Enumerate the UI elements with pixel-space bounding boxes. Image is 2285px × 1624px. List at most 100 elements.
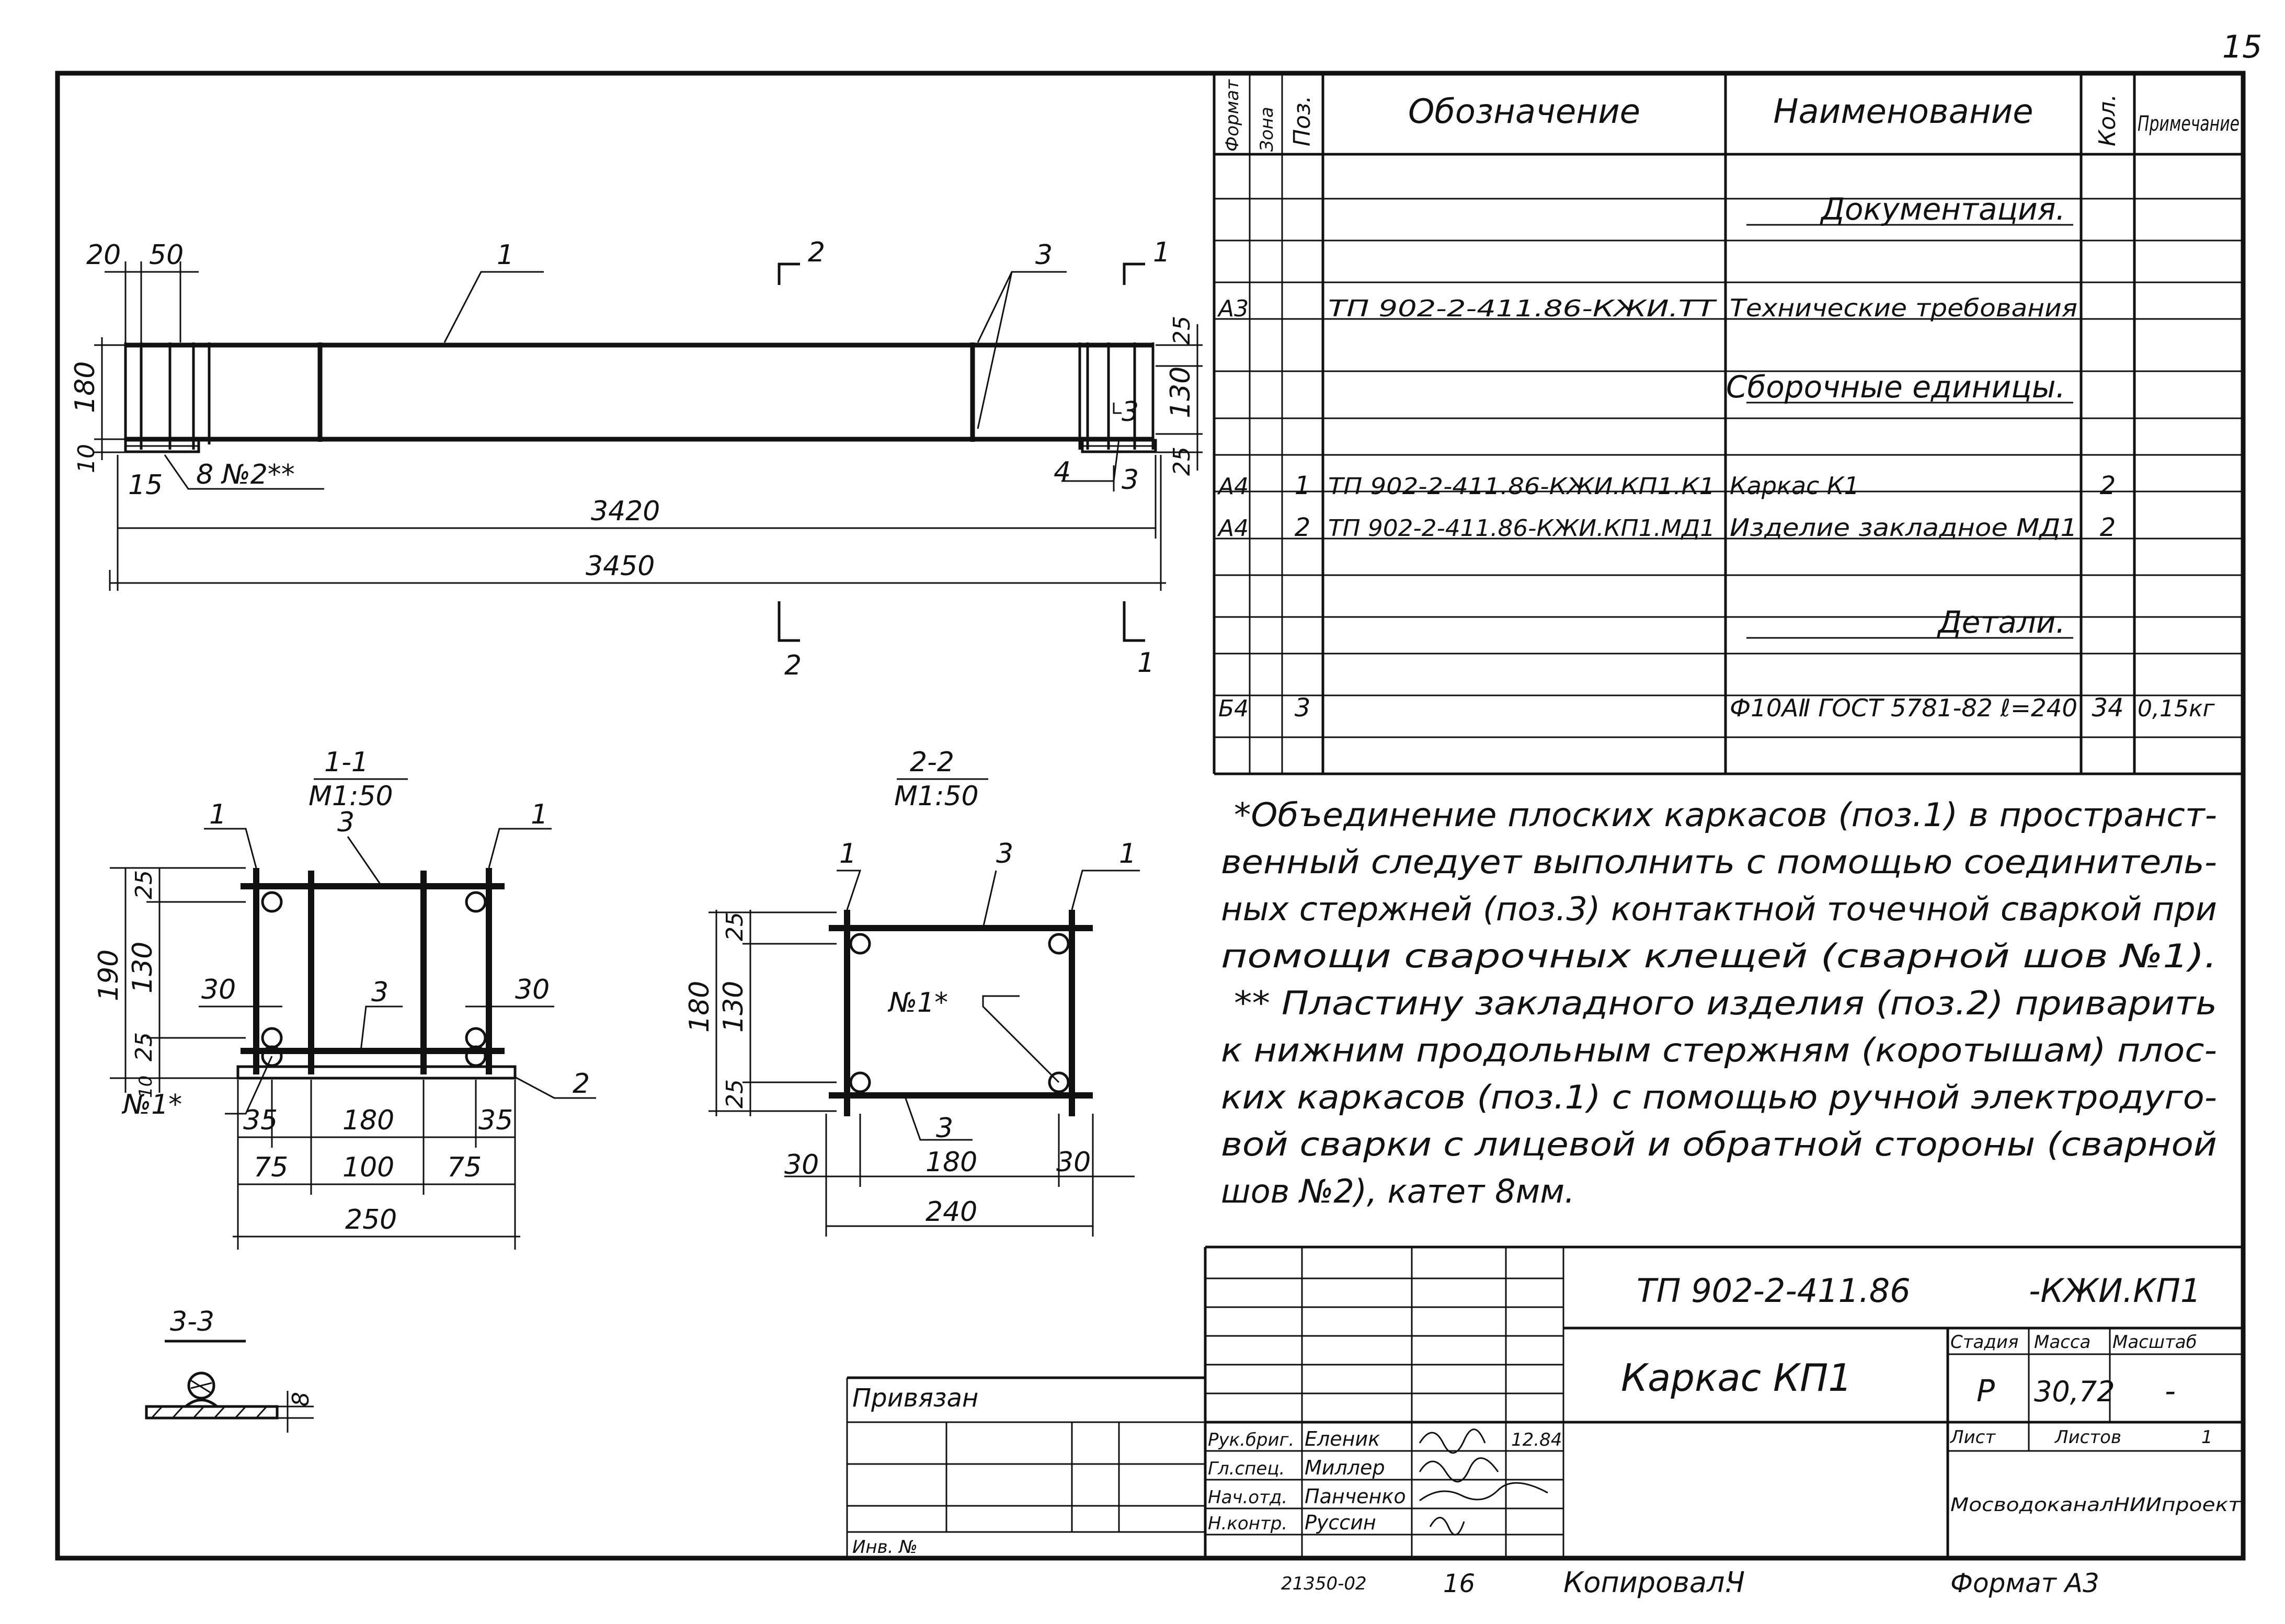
signature-1: [1419, 1428, 1486, 1454]
s11-weld-1: №1*: [121, 1089, 182, 1120]
note-line: вой сварки с лицевой и обратной стороны …: [1221, 1125, 2217, 1163]
s22-dim-30-left: 30: [784, 1149, 819, 1181]
spec-row-format: А4: [1217, 515, 1249, 542]
page-number: 15: [2222, 29, 2262, 65]
spec-row-qty: 34: [2092, 693, 2123, 723]
title-block: Привязан Инв. № Рук.бриг. Еленик 12.84 Г…: [846, 1245, 2243, 1558]
general-notes: *Объединение плоских каркасов (поз.1) в …: [1221, 796, 2217, 1210]
sheets-label: Листов: [2054, 1427, 2121, 1448]
s11-pos-3-bottom: 3: [371, 977, 389, 1008]
s22-dim-30-right: 30: [1056, 1147, 1091, 1178]
organization: МосводоканалНИИпроект: [1950, 1494, 2241, 1516]
s22-dim-25-top: 25: [722, 912, 748, 941]
spec-row-qty: 2: [2100, 513, 2116, 542]
spec-row-pos: 1: [1295, 471, 1311, 500]
s11-dim-75-left: 75: [254, 1152, 288, 1183]
elevation-view: 20 50 180 10 25 130 25 3420 3450 15 8 №2…: [70, 237, 1203, 681]
header-designation: Обозначение: [1408, 93, 1640, 131]
note-line: ** Пластину закладного изделия (поз.2) п…: [1234, 984, 2217, 1022]
drawing-title: Каркас КП1: [1621, 1356, 1852, 1400]
note-line: помощи сварочных клещей (сварной шов №1)…: [1221, 937, 2217, 975]
signature-4: [1429, 1517, 1465, 1536]
dim-130-right: 130: [1165, 367, 1196, 418]
spec-row-format: А4: [1217, 473, 1249, 500]
s22-weld-1: №1*: [887, 987, 948, 1019]
header-format: Формат: [1222, 79, 1243, 152]
weld-callout-2: 8 №2**: [196, 459, 295, 490]
s11-dim-180: 180: [342, 1105, 394, 1136]
spec-row-format: Б4: [1218, 695, 1249, 722]
s11-dim-30-right: 30: [515, 974, 550, 1005]
signature-2: [1419, 1457, 1499, 1483]
s11-dim-25-top: 25: [131, 870, 157, 899]
pos-3-leader: 3: [1035, 239, 1053, 271]
spec-row-name: Технические требования: [1730, 294, 2077, 322]
staff-role-2: Гл.спец.: [1208, 1458, 1285, 1479]
dim-180-left: 180: [70, 361, 101, 413]
sheet-footer: 21350-02 16 Копировал: Ч Формат А3: [1281, 1566, 2099, 1599]
section-22-scale: М1:50: [894, 781, 979, 812]
spec-header: Формат Зона Поз. Обозначение Наименовани…: [1222, 79, 2240, 152]
cut-1-bottom: 1: [1137, 647, 1155, 679]
note-line: ных стержней (поз.3) контактной точечной…: [1221, 890, 2217, 928]
header-note: Примечание: [2138, 112, 2240, 136]
note-line: ких каркасов (поз.1) с помощью ручной эл…: [1221, 1078, 2217, 1116]
inventory-number: 21350-02: [1281, 1573, 1367, 1594]
section-11-title: 1-1: [324, 747, 369, 778]
s22-pos-1-right: 1: [1119, 838, 1136, 870]
s22-pos-3-bottom: 3: [936, 1113, 953, 1144]
cut-2-top: 2: [808, 237, 825, 268]
section-33-title: 3-3: [170, 1306, 214, 1337]
s11-dim-30-left: 30: [201, 974, 236, 1005]
dim-3420: 3420: [591, 496, 660, 527]
header-pos: Поз.: [1289, 96, 1316, 146]
dim-15: 15: [128, 470, 163, 501]
spec-row-pos: 2: [1295, 513, 1311, 542]
dim-3450: 3450: [586, 551, 655, 582]
sheet-label: Лист: [1949, 1427, 1996, 1448]
pos-4-leader: 4: [1054, 456, 1071, 488]
spec-row-name: Ф10АⅡ ГОСТ 5781-82 ℓ=240: [1730, 694, 2077, 722]
copied-label: Копировал:: [1563, 1566, 1734, 1599]
bound-label: Привязан: [852, 1383, 978, 1413]
stage-value: Р: [1976, 1373, 1995, 1409]
project-code: ТП 902-2-411.86: [1637, 1272, 1911, 1310]
note-line: *Объединение плоских каркасов (поз.1) в …: [1234, 796, 2217, 834]
spec-row-section-title: Сборочные единицы.: [1726, 369, 2065, 405]
signature-3: [1419, 1482, 1548, 1502]
s11-dim-10: 10: [135, 1076, 156, 1098]
s11-pos-1-left: 1: [209, 799, 226, 830]
staff-role-4: Н.контр.: [1208, 1513, 1287, 1534]
note-line: венный следует выполнить с помощью соеди…: [1221, 843, 2217, 881]
section-2-2: 2-2 М1:50 180 25 130 25 1 1 3 3 №1*: [684, 747, 1140, 1237]
pos-1-leader: 1: [497, 239, 514, 271]
stage-label: Стадия: [1950, 1332, 2018, 1353]
cut-2-bottom: 2: [784, 650, 802, 681]
spec-row-designation: ТП 902-2-411.86-КЖИ.КП1.МД1: [1328, 515, 1715, 542]
dim-50: 50: [149, 239, 184, 271]
s22-dim-180h: 180: [926, 1147, 977, 1178]
s11-dim-100: 100: [342, 1152, 394, 1183]
spec-row-format: А3: [1217, 295, 1249, 322]
doc-code: -КЖИ.КП1: [2029, 1272, 2201, 1310]
specification-table: Формат Зона Поз. Обозначение Наименовани…: [1213, 73, 2243, 775]
header-qty: Кол.: [2094, 94, 2121, 146]
spec-row-designation: ТП 902-2-411.86-КЖИ.КП1.К1: [1328, 473, 1715, 500]
s11-dim-75-right: 75: [447, 1152, 482, 1183]
s22-pos-3-top: 3: [996, 838, 1013, 870]
spec-row-name: Каркас К1: [1730, 472, 1859, 500]
s11-dim-250: 250: [345, 1204, 397, 1236]
staff-name-4: Руссин: [1305, 1511, 1376, 1534]
dim-25-right-bottom: 25: [1169, 447, 1195, 476]
s22-dim-240: 240: [926, 1196, 977, 1228]
staff-name-2: Миллер: [1305, 1456, 1385, 1479]
section-11-scale: М1:50: [309, 781, 393, 812]
s22-dim-180: 180: [684, 981, 715, 1033]
inv-label: Инв. №: [852, 1537, 918, 1558]
s11-dim-35-right: 35: [478, 1105, 513, 1136]
dim-25-right-top: 25: [1169, 316, 1195, 345]
s11-dim-130: 130: [127, 942, 158, 993]
sheet-frame: [55, 71, 2246, 1561]
header-zone: Зона: [1256, 107, 1277, 152]
